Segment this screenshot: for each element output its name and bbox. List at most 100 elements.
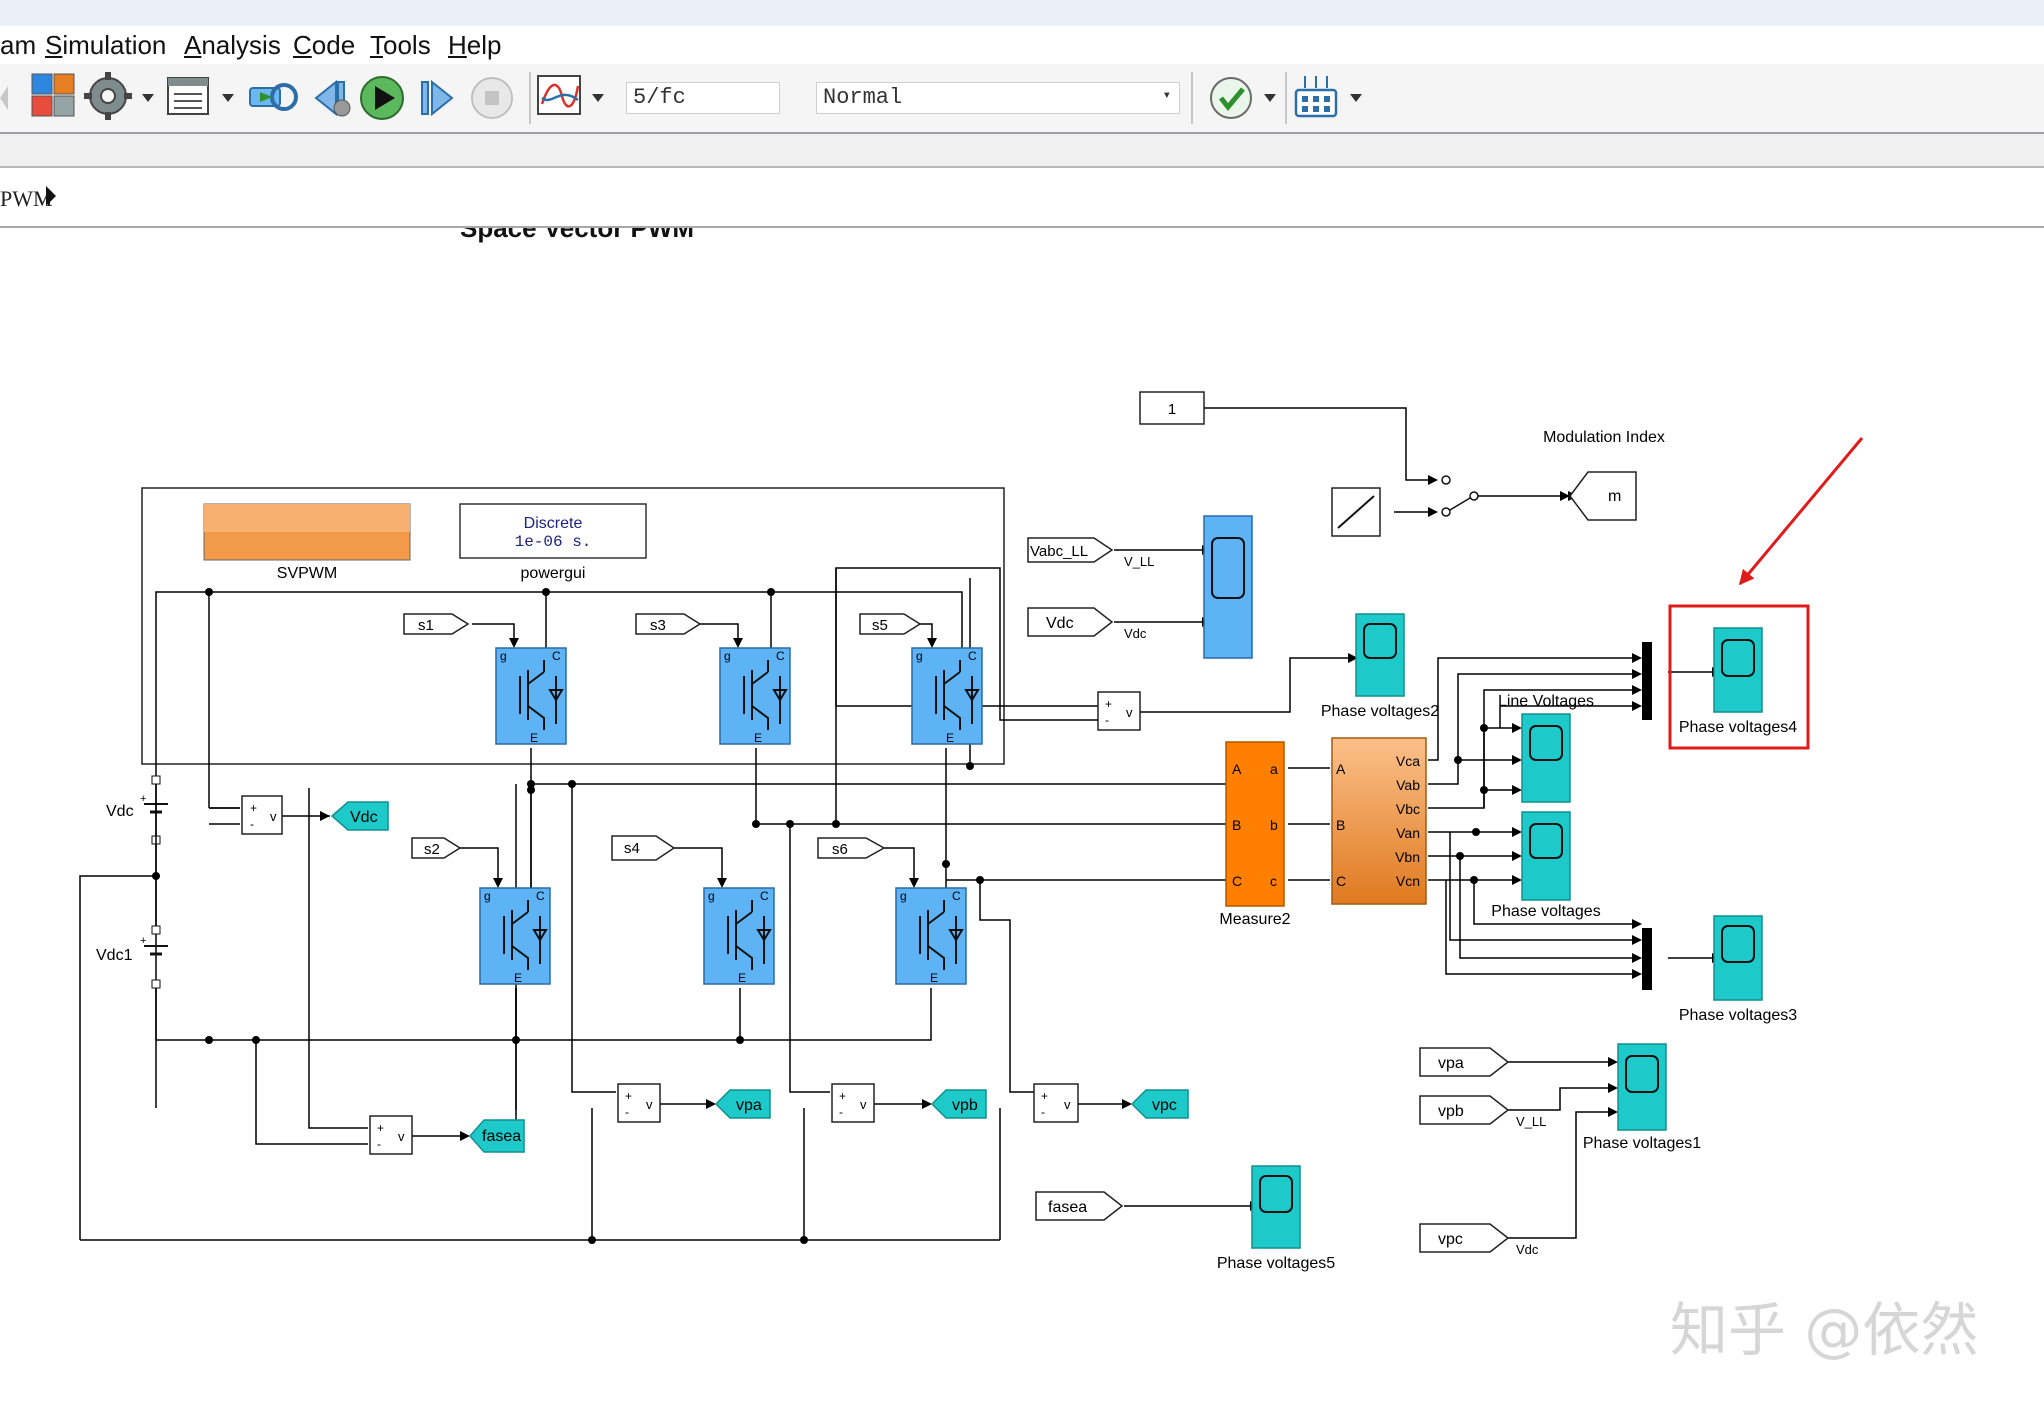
from-vpb[interactable]: vpb [1419, 1095, 1510, 1125]
chevron-down-icon: ▾ [1162, 88, 1171, 104]
goto-fasea[interactable]: fasea [469, 1119, 525, 1153]
voltage-calculation-subsystem[interactable]: A B C Vca Vab Vbc Van Vbn Vcn [1331, 737, 1427, 905]
igbt-s4-gate-label: g [708, 889, 715, 903]
from-vpb-label: vpb [1438, 1103, 1464, 1120]
scope-line-voltages[interactable] [1521, 713, 1571, 803]
from-s1[interactable]: s1 [403, 613, 470, 635]
dc-source-vdc[interactable]: + Vdc [106, 775, 168, 845]
chevron-down-icon[interactable] [592, 94, 604, 102]
dc-source-vdc1-plus: + [140, 935, 146, 947]
igbt-s4[interactable]: g C E [703, 887, 775, 985]
goto-vpb[interactable]: vpb [930, 1089, 987, 1119]
scope-in-vll-label: V_LL [1124, 554, 1154, 569]
menu-code[interactable]: Code [293, 30, 355, 61]
stop-time-input[interactable]: 5/fc [626, 82, 780, 114]
simulation-mode-select[interactable]: Normal ▾ [816, 82, 1180, 114]
voltage-measurement-vpc[interactable]: + - v [1033, 1083, 1079, 1123]
secondary-toolbar [0, 134, 2044, 168]
stop-button-icon[interactable] [471, 77, 513, 119]
from-s6[interactable]: s6 [817, 837, 886, 859]
igbt-s3[interactable]: g C E [719, 647, 791, 745]
igbt-s4-collector-label: C [760, 889, 769, 903]
scope-phase-voltages2[interactable] [1355, 613, 1405, 697]
from-s6-label: s6 [832, 841, 848, 858]
calc-out-vab: Vab [1396, 777, 1420, 793]
voltage-measurement-fasea[interactable]: + - v [369, 1115, 413, 1155]
chevron-down-icon[interactable] [1350, 94, 1362, 102]
scope-phase-voltages3[interactable] [1713, 915, 1763, 1001]
goto-vpc[interactable]: vpc [1130, 1089, 1189, 1119]
igbt-s6[interactable]: g C E [895, 887, 967, 985]
step-back-icon[interactable] [314, 79, 351, 117]
menu-simulation[interactable]: Simulation [45, 30, 166, 61]
mux-phase-voltages[interactable] [1642, 928, 1652, 990]
from-s5[interactable]: s5 [859, 613, 922, 635]
measure2-block[interactable]: A B C a b c [1225, 741, 1285, 907]
dc-source-vdc-plus: + [140, 793, 146, 805]
goto-vdc[interactable]: Vdc [330, 801, 389, 831]
from-vpc[interactable]: vpc [1419, 1223, 1510, 1253]
model-advisor-icon[interactable] [1210, 77, 1252, 119]
from-fasea[interactable]: fasea [1035, 1191, 1124, 1221]
update-diagram-icon[interactable] [249, 83, 298, 111]
scope-phase-voltages-label: Phase voltages [1491, 903, 1600, 920]
model-canvas[interactable]: Space Vector PWM [0, 228, 2044, 1412]
scope-phase-voltages1-label: Phase voltages1 [1583, 1135, 1701, 1152]
scope-phase-voltages1[interactable] [1617, 1043, 1667, 1131]
build-model-icon[interactable] [1294, 76, 1338, 118]
chevron-down-icon[interactable] [222, 94, 234, 102]
scope-phase-voltages5[interactable] [1251, 1165, 1301, 1249]
powergui-block[interactable] [459, 503, 647, 559]
ramp-block[interactable] [1331, 487, 1381, 537]
model-explorer-icon[interactable] [167, 77, 209, 115]
breadcrumb-model-name[interactable]: PWM [0, 186, 53, 211]
scope-phase-voltages2-label: Phase voltages2 [1321, 703, 1439, 720]
chevron-down-icon[interactable] [1264, 94, 1276, 102]
menu-bar: am Simulation Analysis Code Tools Help [0, 26, 2044, 64]
voltage-measurement-vll[interactable]: + - v [1097, 691, 1141, 731]
inverter-frame [141, 487, 1005, 765]
from-vdc[interactable]: Vdc [1027, 607, 1114, 637]
menu-diagram-partial[interactable]: am [0, 30, 37, 60]
data-inspector-icon[interactable] [537, 75, 581, 115]
from-vpc-label: vpc [1438, 1231, 1463, 1248]
from-s4[interactable]: s4 [611, 835, 676, 861]
menu-analysis[interactable]: Analysis [184, 30, 281, 61]
highlight-box [1668, 604, 1810, 750]
goto-m[interactable]: m [1569, 471, 1637, 521]
gear-icon[interactable] [84, 72, 132, 120]
igbt-s5[interactable]: g C E [911, 647, 983, 745]
calc-out-vca: Vca [1396, 753, 1420, 769]
goto-vpa[interactable]: vpa [714, 1089, 771, 1119]
constant-block[interactable]: 1 [1139, 391, 1205, 425]
dc-source-vdc1[interactable]: + Vdc1 [96, 925, 168, 989]
manual-switch-block[interactable] [1441, 475, 1479, 517]
igbt-s2[interactable]: g C E [479, 887, 551, 985]
scope-phase-voltages[interactable] [1521, 811, 1571, 901]
run-button-icon[interactable] [360, 76, 404, 120]
menu-help[interactable]: Help [448, 30, 501, 61]
library-browser-icon[interactable] [31, 73, 75, 117]
vm-fasea-minus: - [377, 1137, 381, 1151]
vm-vpa-minus: - [625, 1105, 629, 1119]
menu-tools[interactable]: Tools [370, 30, 431, 61]
scope-phase-voltages4[interactable] [1713, 627, 1763, 713]
voltage-measurement-vpb[interactable]: + - v [831, 1083, 875, 1123]
scope-phase-voltages5-label: Phase voltages5 [1217, 1255, 1335, 1272]
from-vabc-ll[interactable]: Vabc_LL [1027, 537, 1114, 563]
from-s3[interactable]: s3 [635, 613, 702, 635]
watermark: 知乎 @依然 [1670, 1296, 1978, 1364]
chevron-down-icon[interactable] [142, 94, 154, 102]
vm-vpb-out: v [860, 1097, 867, 1112]
voltage-measurement-vdc[interactable]: + - v [241, 795, 283, 835]
step-forward-icon[interactable] [421, 79, 454, 117]
toolbar-icons [0, 72, 1362, 124]
scope-vll-vdc[interactable] [1203, 515, 1253, 659]
mux-line-voltages[interactable] [1642, 642, 1652, 720]
from-s2[interactable]: s2 [411, 837, 462, 859]
back-arrow-icon[interactable] [0, 86, 8, 110]
voltage-measurement-vpa[interactable]: + - v [617, 1083, 661, 1123]
from-vabc-ll-label: Vabc_LL [1030, 543, 1088, 560]
igbt-s1[interactable]: g C E [495, 647, 567, 745]
from-vpa[interactable]: vpa [1419, 1047, 1510, 1077]
